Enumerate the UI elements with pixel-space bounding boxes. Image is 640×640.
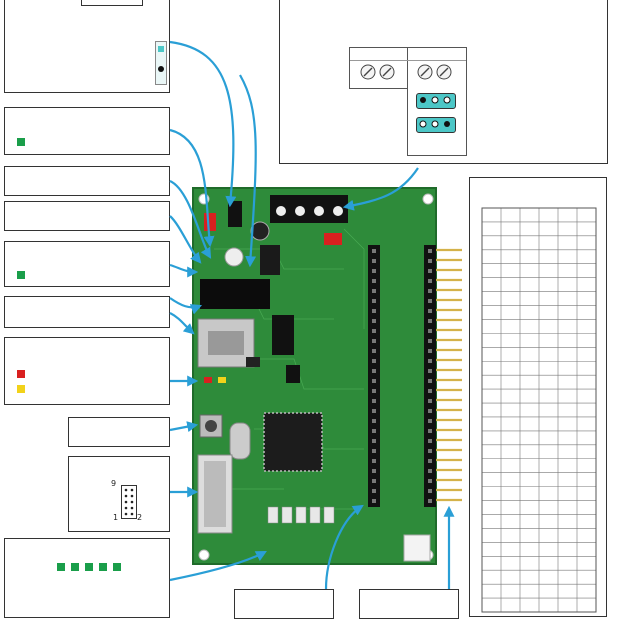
callout-box-top-left [4,0,170,93]
arrow-jumper-left [169,40,237,208]
led-yellow-indicator [17,385,25,393]
callout-box-3 [4,166,170,196]
reset-button-icon [199,414,223,438]
callout-box-pinout-table [469,177,607,617]
callout-box-led-green [4,241,170,287]
terminal-block-icon [270,195,348,223]
pcb-board [192,187,437,565]
jumper-icon [407,87,467,156]
callout-box-jtag: 9 1 2 [68,456,170,532]
jumper-pin-label-9: 9 [111,479,117,488]
arrow-7 [169,312,195,335]
led-array-2 [71,563,79,571]
led-red-indicator [17,370,25,378]
led-array-4 [99,563,107,571]
callout-box-reset [68,417,170,447]
led-array-5 [113,563,121,571]
connector-mini-icon [81,0,143,6]
jumper-pin-label-2: 2 [137,513,143,522]
callout-box-led-red-yellow [4,337,170,405]
microcontroller-chip-icon [263,412,323,472]
idc-header-mini-icon [121,485,137,519]
led-array-3 [85,563,93,571]
led-green-indicator [17,138,25,146]
idc-header-icon [197,454,233,534]
callout-box-bottom-1 [234,589,334,619]
callout-box-power-led [4,107,170,155]
pin-header-icon [368,245,436,507]
terminal-block-icon [349,47,467,89]
jumper-mini-icon [155,41,167,85]
callout-box-led-array [4,538,170,618]
pinout-table-grid [481,207,597,613]
led-array-1 [57,563,65,571]
jumper-pin-label-1: 1 [113,513,119,522]
callout-box-4 [4,201,170,231]
led-green-indicator [17,271,25,279]
callout-box-6 [4,296,170,328]
callout-box-bottom-2 [359,589,459,619]
callout-box-terminal [279,0,608,164]
usb-port-icon [197,318,255,368]
